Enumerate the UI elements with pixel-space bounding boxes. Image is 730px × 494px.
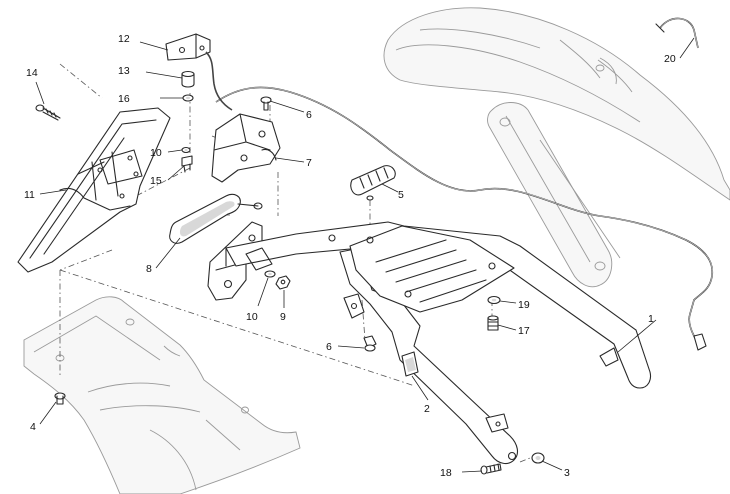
callout-10-lower: 10: [246, 311, 258, 323]
tail-fairing-ghost: [383, 7, 730, 201]
part-12-sensor-bracket: [165, 33, 233, 111]
part-13-grommet: [181, 70, 195, 88]
callout-labels: 1 2 3 4 5 6 6 7 8 9 10 10 11 12 13 14 15…: [24, 33, 676, 479]
callout-1: 1: [648, 313, 654, 325]
part-19-washer: [487, 295, 501, 305]
part-16-nut: [182, 94, 194, 102]
callout-12: 12: [118, 33, 130, 45]
part-20-wire-clip: [655, 17, 699, 49]
part-6-screw-lower: [363, 335, 377, 352]
callout-5: 5: [398, 189, 404, 201]
callout-3: 3: [564, 467, 570, 479]
part-7-mount-bracket: [211, 113, 281, 183]
callout-15: 15: [150, 175, 162, 187]
part-14-screw: [35, 104, 61, 121]
callout-11: 11: [24, 189, 35, 201]
part-10-washer-lower: [264, 270, 276, 278]
part-11-plate-holder: [17, 107, 171, 273]
part-2-clip-nut: [401, 351, 419, 377]
part-6-screw-upper: [260, 96, 272, 111]
part-10-washer-upper: [181, 146, 191, 154]
callout-16: 16: [118, 93, 130, 105]
part-5-rubber-pad: [350, 165, 396, 201]
callout-8: 8: [146, 263, 152, 275]
callout-18: 18: [440, 467, 452, 479]
callout-7: 7: [306, 157, 312, 169]
part-3-bushing: [531, 452, 545, 464]
callout-6-lower: 6: [326, 341, 332, 353]
callout-leaders: [35, 37, 695, 473]
callout-6-upper: 6: [306, 109, 312, 121]
callout-14: 14: [26, 67, 38, 79]
callout-17: 17: [518, 325, 530, 337]
callout-2: 2: [424, 403, 430, 415]
seat-strut-ghost: [487, 102, 621, 288]
part-17-bolt: [487, 315, 499, 331]
callout-10-upper: 10: [150, 147, 162, 159]
callout-20: 20: [664, 53, 676, 65]
callout-4: 4: [30, 421, 36, 433]
wiring-harness: [215, 86, 714, 351]
callout-19: 19: [518, 299, 530, 311]
part-1-rear-subframe: [225, 221, 652, 465]
part-4-screw: [54, 392, 66, 405]
part-9-nut: [275, 275, 291, 290]
part-18-bolt: [480, 463, 502, 475]
callout-9: 9: [280, 311, 286, 323]
part-8-plate-light: [169, 193, 263, 244]
part-15-screw: [181, 155, 193, 173]
callout-13: 13: [118, 65, 130, 77]
